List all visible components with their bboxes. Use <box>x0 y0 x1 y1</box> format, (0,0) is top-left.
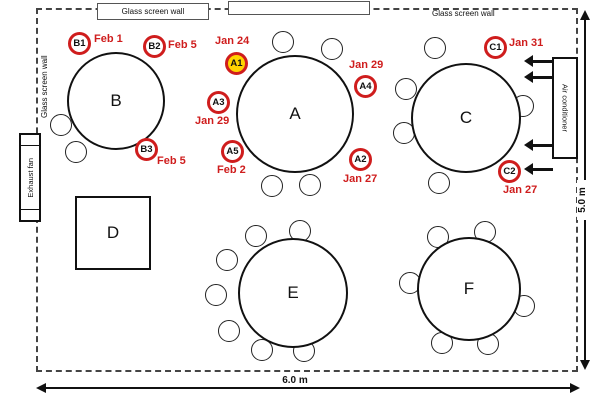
patient-marker-a2: A2 <box>349 148 372 171</box>
patient-id: A1 <box>230 58 243 69</box>
exhaust-fan-cap <box>21 145 39 146</box>
patient-marker-a3: A3 <box>207 91 230 114</box>
onset-date-a5: Feb 2 <box>217 164 246 176</box>
table-c-label: C <box>459 108 473 127</box>
patient-id: A2 <box>354 154 367 165</box>
chair <box>205 284 227 306</box>
exhaust-fan-cap <box>21 209 39 210</box>
patient-marker-c2: C2 <box>498 160 521 183</box>
patient-marker-a1-index-case: A1 <box>225 52 248 75</box>
exhaust-fan-label: Exhaust fan <box>25 157 35 198</box>
chair <box>261 175 283 197</box>
onset-date-b1: Feb 1 <box>94 33 123 45</box>
patient-marker-a4: A4 <box>354 75 377 98</box>
patient-marker-b2: B2 <box>143 35 166 58</box>
chair <box>424 37 446 59</box>
onset-date-a3: Jan 29 <box>195 115 230 127</box>
onset-date-a4: Jan 29 <box>349 59 384 71</box>
chair <box>245 225 267 247</box>
onset-date-c1: Jan 31 <box>509 37 544 49</box>
exhaust-fan: Exhaust fan <box>19 133 41 222</box>
chair <box>218 320 240 342</box>
chair <box>251 339 273 361</box>
patient-id: A5 <box>226 146 239 157</box>
chair <box>428 172 450 194</box>
dimension-arrowhead <box>580 10 590 20</box>
airflow-arrow <box>524 140 553 151</box>
onset-date-a2: Jan 27 <box>343 173 378 185</box>
table-b-label: B <box>110 91 122 110</box>
onset-date-a1: Jan 24 <box>215 35 250 47</box>
patient-id: B2 <box>148 41 161 52</box>
chair <box>216 249 238 271</box>
patient-id: C1 <box>489 42 502 53</box>
patient-id: A3 <box>212 97 225 108</box>
table-c: C <box>411 63 521 173</box>
onset-date-b3: Feb 5 <box>157 155 186 167</box>
height-dimension-label: 5.0 m <box>577 180 591 220</box>
width-dimension-label: 6.0 m <box>265 375 325 386</box>
patient-marker-c1: C1 <box>484 36 507 59</box>
airflow-arrow <box>524 56 553 67</box>
chair <box>272 31 294 53</box>
chair <box>50 114 72 136</box>
patient-id: B1 <box>73 38 86 49</box>
glass-screen-wall-top-right: Glass screen wall <box>432 9 495 18</box>
chair <box>299 174 321 196</box>
glass-screen-wall-label: Glass screen wall <box>121 7 185 16</box>
patient-id: B3 <box>140 144 153 155</box>
glass-screen-wall-left: Glass screen wall <box>40 55 49 118</box>
patient-id: A4 <box>359 81 372 92</box>
width-dimension-line <box>42 387 570 389</box>
table-b: B <box>67 52 165 150</box>
table-d-label: D <box>106 223 120 242</box>
glass-screen-wall-top-left: Glass screen wall <box>97 3 209 20</box>
chair <box>321 38 343 60</box>
airflow-arrow <box>524 164 553 175</box>
table-d: D <box>75 196 151 270</box>
air-conditioner-label: Air conditioner <box>560 84 570 132</box>
table-e-label: E <box>287 283 299 302</box>
patient-id: C2 <box>503 166 516 177</box>
table-f-label: F <box>463 279 475 298</box>
patient-marker-b3: B3 <box>135 138 158 161</box>
patient-marker-a5: A5 <box>221 140 244 163</box>
table-a-label: A <box>289 104 301 123</box>
table-f: F <box>417 237 521 341</box>
airflow-arrow <box>524 72 553 83</box>
glass-screen-panel <box>228 1 370 15</box>
air-conditioner: Air conditioner <box>552 57 578 159</box>
table-a: A <box>236 55 354 173</box>
chair <box>395 78 417 100</box>
chair <box>65 141 87 163</box>
dimension-arrowhead <box>570 383 580 393</box>
onset-date-b2: Feb 5 <box>168 39 197 51</box>
dimension-arrowhead <box>36 383 46 393</box>
table-e: E <box>238 238 348 348</box>
dimension-arrowhead <box>580 360 590 370</box>
patient-marker-b1: B1 <box>68 32 91 55</box>
onset-date-c2: Jan 27 <box>503 184 538 196</box>
